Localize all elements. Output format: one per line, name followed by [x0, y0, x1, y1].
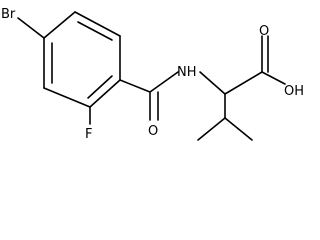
- bond-ring-double-2: [87, 75, 113, 99]
- bond-ring-c1-c2: [74, 11, 121, 37]
- atom-label-o-acid: O: [259, 24, 269, 39]
- bond-ring-c4-c5: [43, 87, 91, 108]
- bond-cbeta-methyl-2: [224, 117, 253, 141]
- bond-calpha-cacid: [224, 71, 263, 95]
- atom-label-nh: NH: [177, 65, 197, 80]
- bond-ring-c6-c1: [43, 11, 76, 39]
- atom-label-oh: OH: [284, 84, 304, 99]
- bond-carbonyl-n: [149, 71, 179, 93]
- atom-label-o-amide: O: [148, 124, 158, 139]
- atom-label-br: Br: [1, 7, 16, 22]
- bond-n-calpha: [199, 71, 226, 95]
- atom-label-f: F: [85, 127, 92, 142]
- bond-ring-c3-c4: [89, 79, 121, 108]
- bond-ring-carbonyl: [119, 79, 151, 93]
- bond-cbeta-methyl-1: [197, 117, 226, 141]
- bond-ring-double-1: [77, 21, 113, 41]
- benzene-ring: [43, 11, 121, 108]
- bond-cacid-oh: [261, 71, 286, 85]
- bond-c-br: [17, 17, 45, 39]
- molecule-structure: Br F NH O O OH: [1, 7, 304, 142]
